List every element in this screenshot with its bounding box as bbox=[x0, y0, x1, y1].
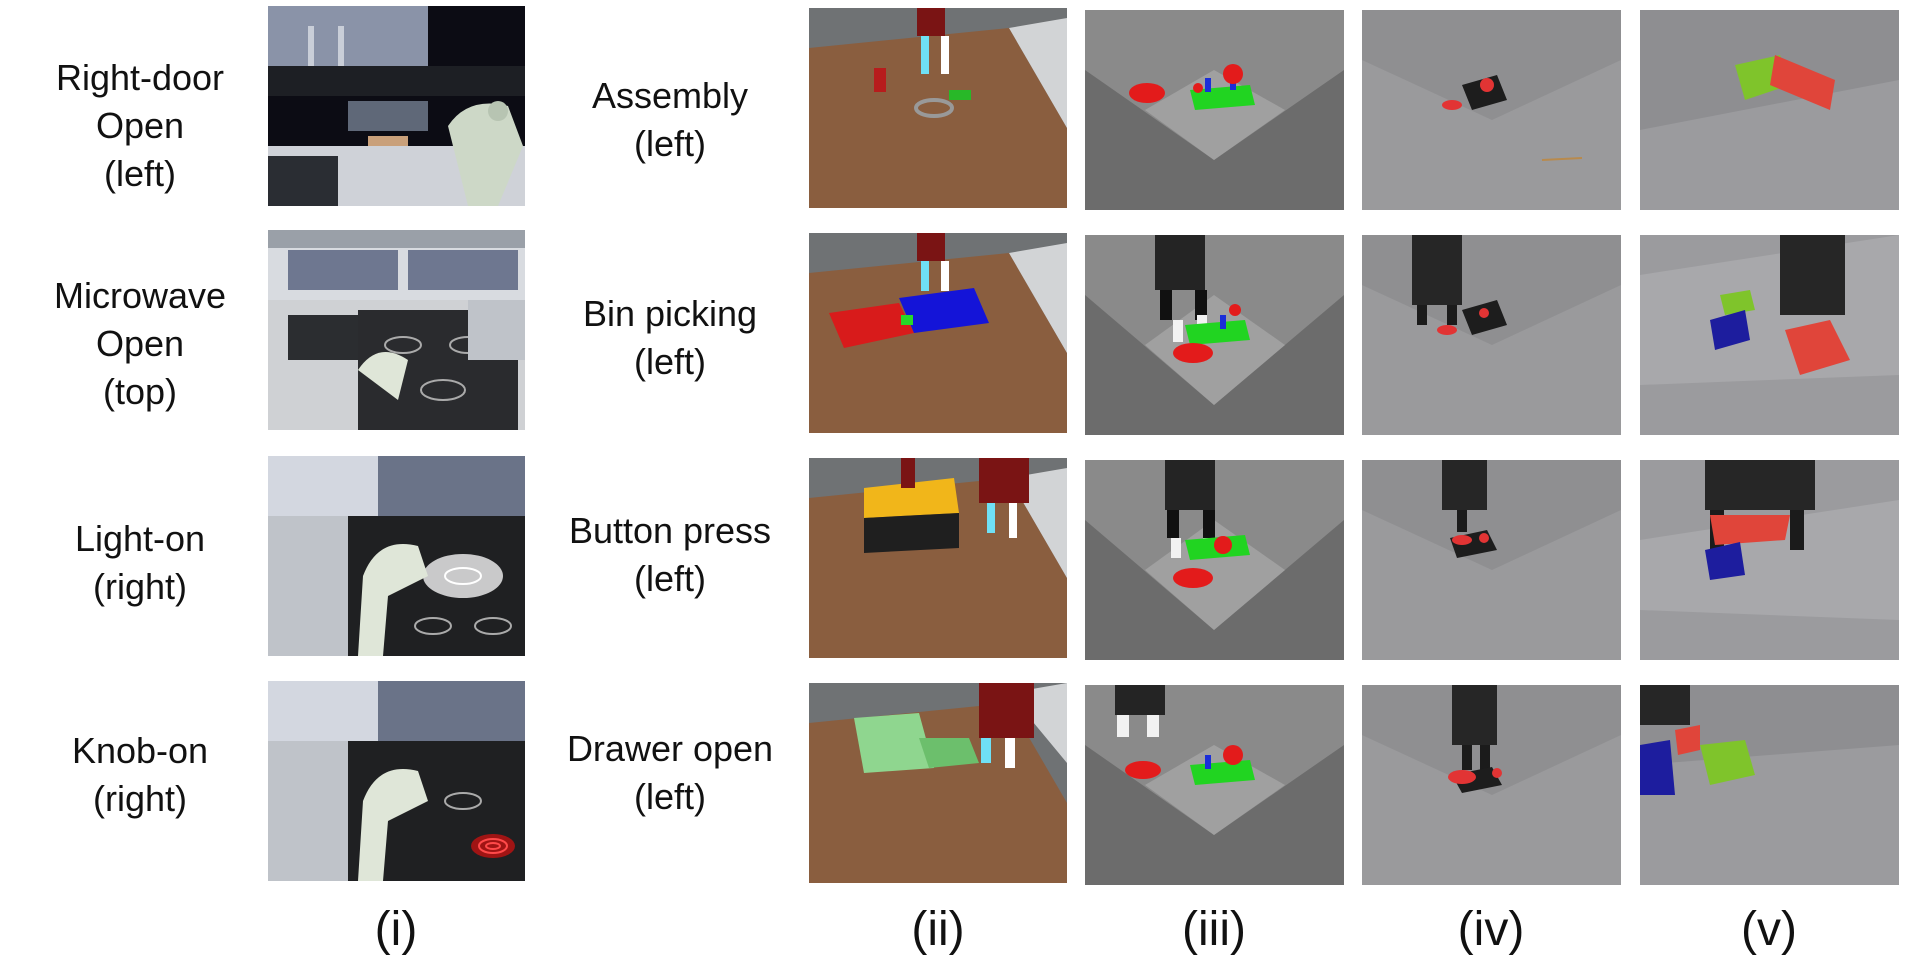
column-caption-iv: (iv) bbox=[1457, 903, 1525, 956]
label-line: (left) bbox=[634, 123, 706, 164]
label-line: Microwave bbox=[53, 275, 227, 316]
real-robot-rings-3-image bbox=[1362, 460, 1621, 660]
label-line: (left) bbox=[634, 776, 706, 817]
column-caption-ii: (ii) bbox=[911, 903, 965, 956]
label-line: (right) bbox=[92, 566, 187, 607]
column-caption-iii: (iii) bbox=[1182, 903, 1246, 956]
gripper-sim-rings-4-image bbox=[1085, 685, 1344, 885]
column-caption-v: (v) bbox=[1741, 903, 1797, 956]
label-line: Knob-on bbox=[71, 730, 209, 771]
real-robot-blocks-4-image bbox=[1640, 685, 1899, 885]
label-line: Drawer open bbox=[566, 728, 774, 769]
gripper-sim-rings-1-image bbox=[1085, 10, 1344, 210]
label-line: (left) bbox=[104, 153, 176, 194]
real-robot-blocks-3-image bbox=[1640, 460, 1899, 660]
label-line: Open bbox=[95, 105, 185, 146]
sawyer-button-press-image bbox=[809, 458, 1067, 658]
real-robot-rings-4-image bbox=[1362, 685, 1621, 885]
label-line: (left) bbox=[634, 341, 706, 382]
task-label-microwave-open: Microwave Open (top) bbox=[20, 272, 260, 416]
task-label-bin-picking: Bin picking (left) bbox=[540, 290, 800, 386]
label-line: (right) bbox=[92, 778, 187, 819]
label-line: Bin picking bbox=[582, 293, 758, 334]
real-robot-blocks-2-image bbox=[1640, 235, 1899, 435]
label-line: Assembly bbox=[591, 75, 749, 116]
task-label-knob-on: Knob-on (right) bbox=[20, 727, 260, 823]
real-robot-rings-1-image bbox=[1362, 10, 1621, 210]
sawyer-drawer-open-image bbox=[809, 683, 1067, 883]
task-label-light-on: Light-on (right) bbox=[20, 515, 260, 611]
label-line: Right-door bbox=[55, 57, 225, 98]
label-line: Light-on bbox=[74, 518, 206, 559]
sawyer-bin-picking-image bbox=[809, 233, 1067, 433]
label-line: (left) bbox=[634, 558, 706, 599]
task-label-drawer-open: Drawer open (left) bbox=[540, 725, 800, 821]
sawyer-assembly-image bbox=[809, 8, 1067, 208]
label-line: (top) bbox=[102, 371, 178, 412]
real-robot-blocks-1-image bbox=[1640, 10, 1899, 210]
kitchen-light-on-image bbox=[268, 456, 525, 656]
gripper-sim-rings-3-image bbox=[1085, 460, 1344, 660]
gripper-sim-rings-2-image bbox=[1085, 235, 1344, 435]
column-caption-i: (i) bbox=[374, 903, 418, 956]
label-line: Button press bbox=[568, 510, 772, 551]
kitchen-microwave-open-image bbox=[268, 230, 525, 430]
kitchen-knob-on-image bbox=[268, 681, 525, 881]
task-label-button-press: Button press (left) bbox=[540, 507, 800, 603]
task-label-right-door-open: Right-door Open (left) bbox=[20, 54, 260, 198]
kitchen-right-door-open-image bbox=[268, 6, 525, 206]
label-line: Open bbox=[95, 323, 185, 364]
task-label-assembly: Assembly (left) bbox=[540, 72, 800, 168]
real-robot-rings-2-image bbox=[1362, 235, 1621, 435]
